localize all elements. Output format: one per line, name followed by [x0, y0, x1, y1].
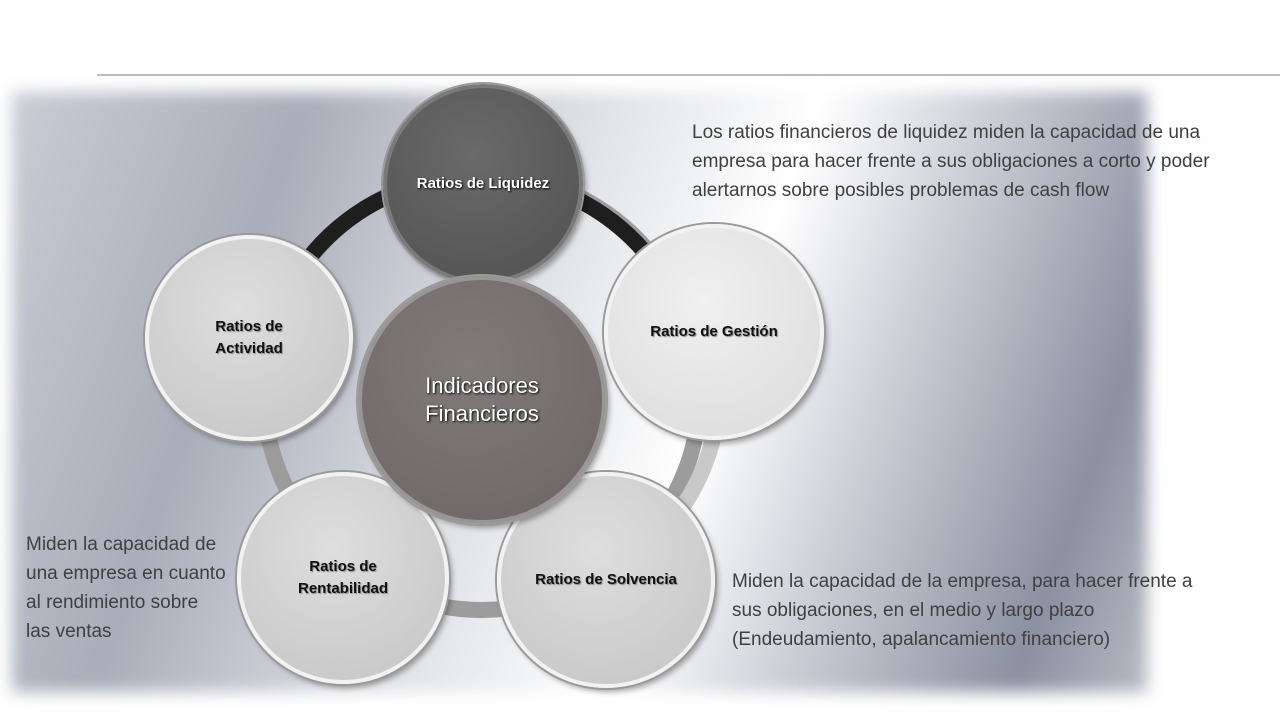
node-ratios-gestion: Ratios de Gestión	[604, 224, 824, 440]
node-ratios-actividad: Ratios de Actividad	[145, 235, 353, 441]
node-label: Ratios de Solvencia	[535, 571, 677, 588]
center-indicadores-financieros: Indicadores Financieros	[358, 276, 606, 524]
header-divider	[97, 74, 1280, 76]
node-ratios-rentabilidad: Ratios de Rentabilidad	[237, 472, 449, 684]
description-rentabilidad: Miden la capacidad de una empresa en cua…	[26, 534, 226, 642]
description-solvencia: Miden la capacidad de la empresa, para h…	[732, 571, 1193, 650]
node-ratios-liquidez: Ratios de Liquidez	[383, 84, 583, 284]
center-label: Indicadores Financieros	[425, 373, 539, 426]
description-liquidez: Los ratios financieros de liquidez miden…	[692, 122, 1210, 201]
node-label: Ratios de Actividad	[215, 318, 283, 357]
node-label: Ratios de Gestión	[650, 323, 778, 340]
node-label: Ratios de Liquidez	[416, 175, 550, 192]
node-label: Ratios de Rentabilidad	[297, 558, 388, 597]
